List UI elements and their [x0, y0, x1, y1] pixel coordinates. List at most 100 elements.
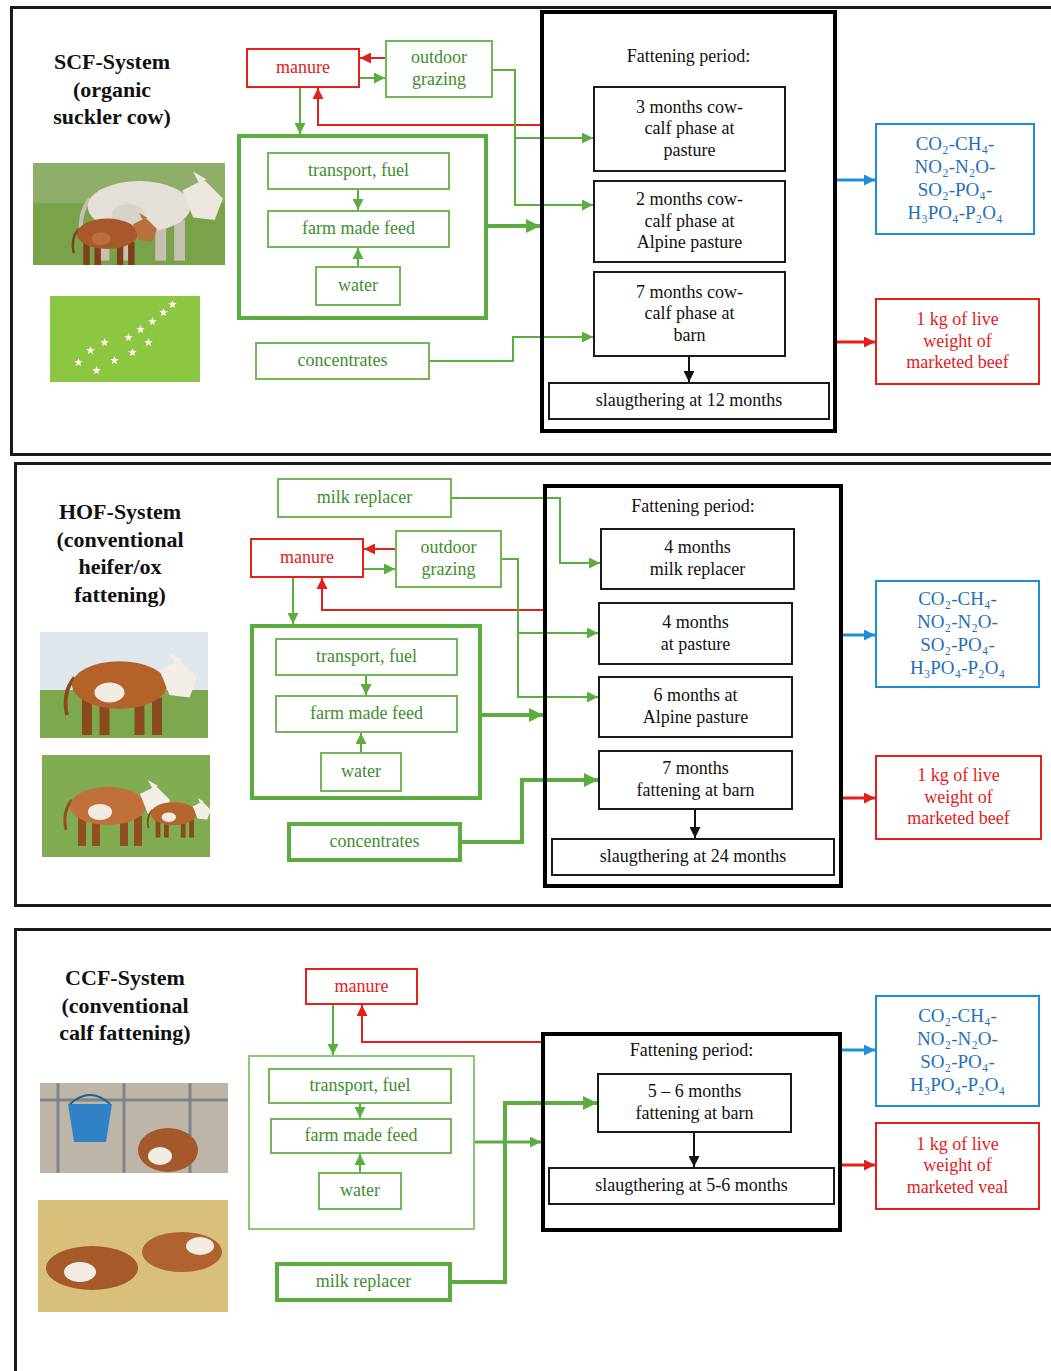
box-label: slaugthering at 24 months [600, 846, 786, 868]
emissions-box: CO₂-CH₄- NO₂-N₂O- SO₂-PO₄- H₃PO₄-P₂O₄ [875, 123, 1035, 235]
box-label: CO₂-CH₄- NO₂-N₂O- SO₂-PO₄- H₃PO₄-P₂O₄ [904, 588, 1012, 679]
phase-box: 6 months at Alpine pasture [598, 676, 793, 738]
phase-box: slaugthering at 12 months [548, 382, 830, 420]
input-box: farm made feed [270, 1118, 452, 1154]
ox-photo [42, 755, 210, 857]
logo-star [136, 325, 145, 333]
calf-body [142, 1232, 222, 1272]
logo-star [110, 356, 119, 364]
connector-arrow [693, 1133, 695, 1167]
box-label: farm made feed [305, 1125, 418, 1147]
input-box: water [315, 266, 401, 306]
calf-patch [186, 1237, 214, 1255]
logo-star [168, 300, 177, 308]
connector-arrow [488, 224, 540, 228]
feed-input-group: transport, fuel farm made feed water [250, 624, 482, 800]
phase-box: 5 – 6 months fattening at barn [597, 1073, 792, 1133]
photo-straw [38, 1200, 228, 1312]
connector-arrow [688, 357, 690, 382]
box-label: Fattening period: [544, 46, 833, 68]
input-box: water [318, 1172, 402, 1210]
connector-arrow [364, 568, 395, 570]
connector-arrow [360, 77, 385, 79]
connector-arrow [430, 337, 593, 361]
calf-head [138, 1128, 198, 1172]
panel-title: SCF-System (organic suckler cow) [42, 48, 182, 131]
box-label: farm made feed [310, 703, 423, 725]
logo-star [148, 317, 157, 325]
output-box: manure [246, 48, 360, 88]
calf-pen-photo [40, 1083, 228, 1173]
cow-calf-photo [33, 163, 225, 265]
box-label: milk replacer [316, 1271, 411, 1293]
box-label: slaugthering at 5-6 months [595, 1175, 787, 1197]
fattening-period-box: Fattening period: 3 months cow-calf phase… [540, 10, 837, 433]
phase-box: slaugthering at 5-6 months [548, 1167, 835, 1205]
calf-body [46, 1246, 138, 1290]
logo-star [144, 338, 153, 346]
logo-background [50, 296, 200, 382]
input-box: milk replacer [275, 1262, 452, 1302]
input-box: milk replacer [277, 478, 452, 518]
phase-box: 7 months fattening at barn [598, 750, 793, 810]
photo-background [40, 1083, 228, 1173]
output-box: 1 kg of live weight of marketed beef [875, 755, 1042, 840]
logo-star [159, 308, 168, 316]
phase-box: 4 months at pasture [598, 602, 793, 665]
logo-star [92, 366, 101, 374]
heifer-photo [40, 632, 208, 738]
cow-figure [148, 798, 210, 838]
fattening-period-box: Fattening period: 5 – 6 months fattening … [541, 1032, 842, 1232]
system-panel: CCF-System (conventional calf fattening)… [14, 928, 1051, 1371]
box-label: transport, fuel [308, 160, 409, 182]
calves-on-straw-photo [38, 1200, 228, 1312]
box-label: CO₂-CH₄- NO₂-N₂O- SO₂-PO₄- H₃PO₄-P₂O₄ [904, 1005, 1012, 1096]
connector-arrow [462, 780, 598, 842]
phase-box: 7 months cow-calf phase at barn [593, 271, 786, 357]
logo-star [86, 346, 95, 354]
photo-grass [42, 755, 210, 857]
box-label: 3 months cow-calf phase at pasture [631, 97, 749, 162]
box-label: manure [276, 57, 330, 79]
input-box: outdoor grazing [385, 40, 493, 98]
input-box: concentrates [287, 822, 462, 862]
connector-arrow [360, 733, 362, 752]
connector-arrow [332, 1005, 334, 1055]
box-label: 1 kg of live weight of marketed beef [898, 765, 1019, 830]
phase-box: 2 months cow-calf phase at Alpine pastur… [593, 180, 786, 263]
box-label: CO₂-CH₄- NO₂-N₂O- SO₂-PO₄- H₃PO₄-P₂O₄ [901, 133, 1009, 224]
box-label: water [340, 1180, 380, 1202]
calf-patch [148, 1147, 172, 1165]
connector-arrow [292, 578, 294, 624]
box-label: water [341, 761, 381, 783]
box-label: outdoor grazing [404, 537, 494, 580]
emissions-box: CO₂-CH₄- NO₂-N₂O- SO₂-PO₄- H₃PO₄-P₂O₄ [875, 995, 1040, 1107]
box-label: farm made feed [302, 218, 415, 240]
phase-box: 4 months milk replacer [600, 528, 795, 590]
input-box: concentrates [255, 342, 430, 380]
connector-arrow [362, 1005, 541, 1042]
box-label: 2 months cow-calf phase at Alpine pastur… [628, 189, 752, 254]
input-box: farm made feed [267, 210, 450, 248]
connector-arrow [842, 1049, 875, 1052]
connector-arrow [365, 676, 367, 695]
output-box: 1 kg of live weight of marketed beef [875, 298, 1040, 385]
connector-arrow [357, 248, 359, 266]
box-label: transport, fuel [310, 1075, 411, 1097]
phase-box: 3 months cow-calf phase at pasture [593, 86, 786, 172]
logo-star [74, 358, 83, 366]
box-label: Fattening period: [545, 1040, 838, 1062]
box-label: milk replacer [317, 487, 412, 509]
pen-bar [40, 1099, 228, 1102]
connector-arrow [843, 634, 875, 637]
connector-arrow [502, 559, 598, 633]
connector-arrow [843, 797, 875, 800]
input-box: transport, fuel [275, 638, 458, 676]
input-box: transport, fuel [268, 1068, 452, 1104]
box-label: 4 months at pasture [656, 612, 736, 655]
connector-arrow [359, 1154, 361, 1172]
logo-star [100, 338, 109, 346]
box-label: slaugthering at 12 months [596, 390, 782, 412]
fattening-period-box: Fattening period:4 months milk replacer4… [543, 484, 843, 888]
